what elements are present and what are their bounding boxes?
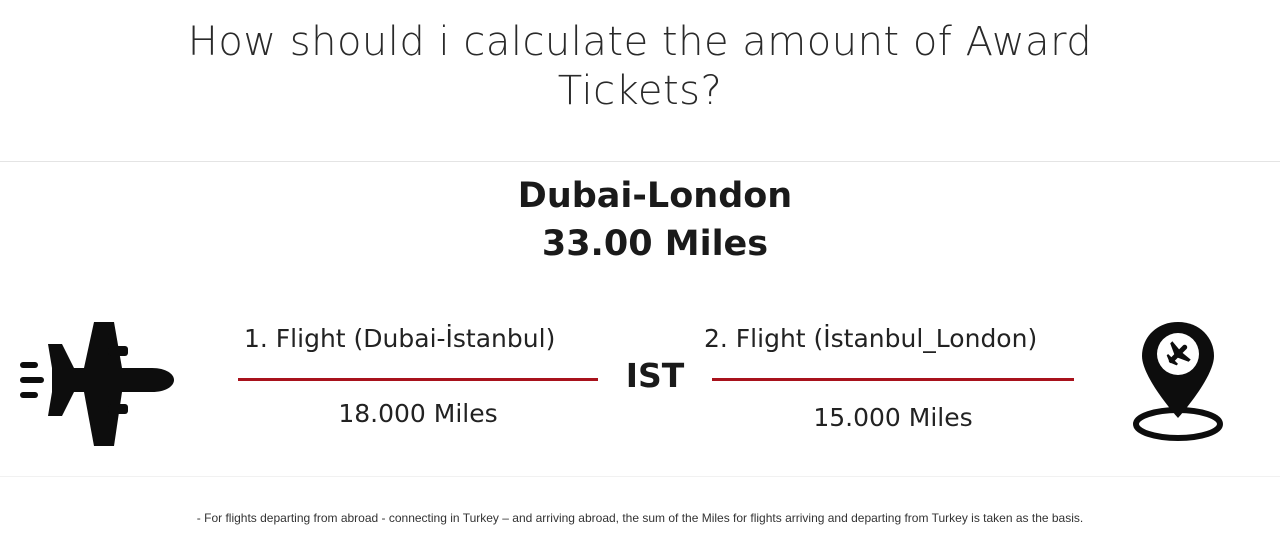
route-name: Dubai-London xyxy=(517,176,793,216)
leg-2-miles: 15.000 Miles xyxy=(813,403,973,432)
route-summary: Dubai-London 33.00 Miles xyxy=(440,172,870,268)
page-title: How should i calculate the amount of Awa… xyxy=(140,18,1140,116)
footnote: - For flights departing from abroad - co… xyxy=(196,511,1084,525)
footer-divider xyxy=(0,476,1280,477)
leg-1-line xyxy=(238,378,598,381)
leg-1-label: 1. Flight (Dubai-İstanbul) xyxy=(244,324,556,353)
leg-2-label: 2. Flight (İstanbul_London) xyxy=(704,324,1038,353)
header-divider xyxy=(0,161,1280,162)
route-total-miles: 33.00 Miles xyxy=(541,224,769,264)
airplane-icon xyxy=(18,318,178,450)
hub-airport-code: IST xyxy=(625,356,685,395)
page-title-line-2: Tickets? xyxy=(557,68,723,114)
leg-2-line xyxy=(712,378,1074,381)
leg-1-miles: 18.000 Miles xyxy=(338,399,498,428)
page-title-line-1: How should i calculate the amount of Awa… xyxy=(187,19,1093,65)
location-pin-plane-icon xyxy=(1132,318,1224,444)
